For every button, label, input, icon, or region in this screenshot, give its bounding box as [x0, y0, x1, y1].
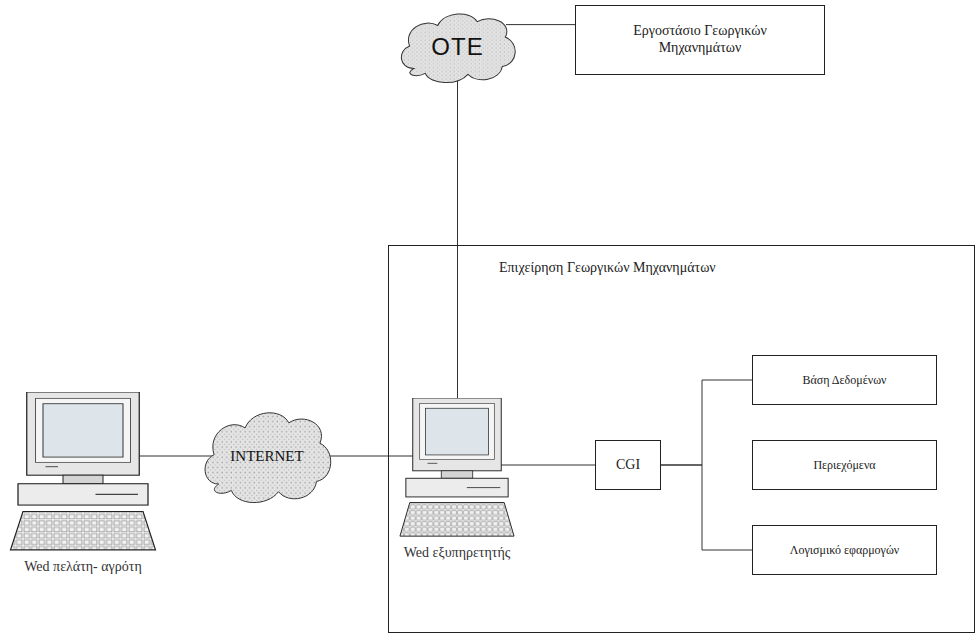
computer-label: Wed εξυπηρετητής — [404, 544, 511, 562]
connector-line — [661, 465, 752, 550]
node-label: INTERNET — [230, 448, 303, 465]
internet-cloud: INTERNET — [198, 405, 336, 507]
database-box: Βάση Δεδομένων — [752, 355, 937, 405]
client-computer: Wed πελάτη- αγρότη — [8, 392, 158, 612]
computer-illustration — [398, 398, 516, 538]
computer-label: Wed πελάτη- αγρότη — [24, 558, 141, 576]
node-label: CGI — [616, 457, 640, 474]
node-label: Περιεχόμενα — [813, 458, 875, 472]
factory-box: Εργοστάσιο Γεωργικών Μηχανημάτων — [575, 5, 825, 75]
node-label: Εργοστάσιο Γεωργικών Μηχανημάτων — [618, 23, 783, 57]
network-cloud: OTE — [395, 8, 520, 86]
server-computer: Wed εξυπηρετητής — [398, 398, 516, 618]
region-heading: Επιχείρηση Γεωργικών Μηχανημάτων — [499, 260, 716, 276]
connector-line — [128, 456, 212, 457]
connector-line — [457, 76, 458, 399]
content-box: Περιεχόμενα — [752, 440, 937, 490]
enterprise-region: Επιχείρηση Γεωργικών Μηχανημάτων Wed εξυ… — [388, 245, 975, 633]
cgi-box: CGI — [595, 440, 661, 490]
computer-illustration — [8, 392, 158, 552]
node-label: Βάση Δεδομένων — [802, 373, 886, 387]
node-label: OTE — [431, 33, 483, 61]
connector-line — [506, 24, 575, 25]
node-label: Λογισμικό εφαρμογών — [790, 543, 899, 557]
connector-line — [661, 380, 752, 465]
connector-line — [322, 456, 422, 457]
connector-line — [492, 465, 595, 466]
software-box: Λογισμικό εφαρμογών — [752, 525, 937, 575]
